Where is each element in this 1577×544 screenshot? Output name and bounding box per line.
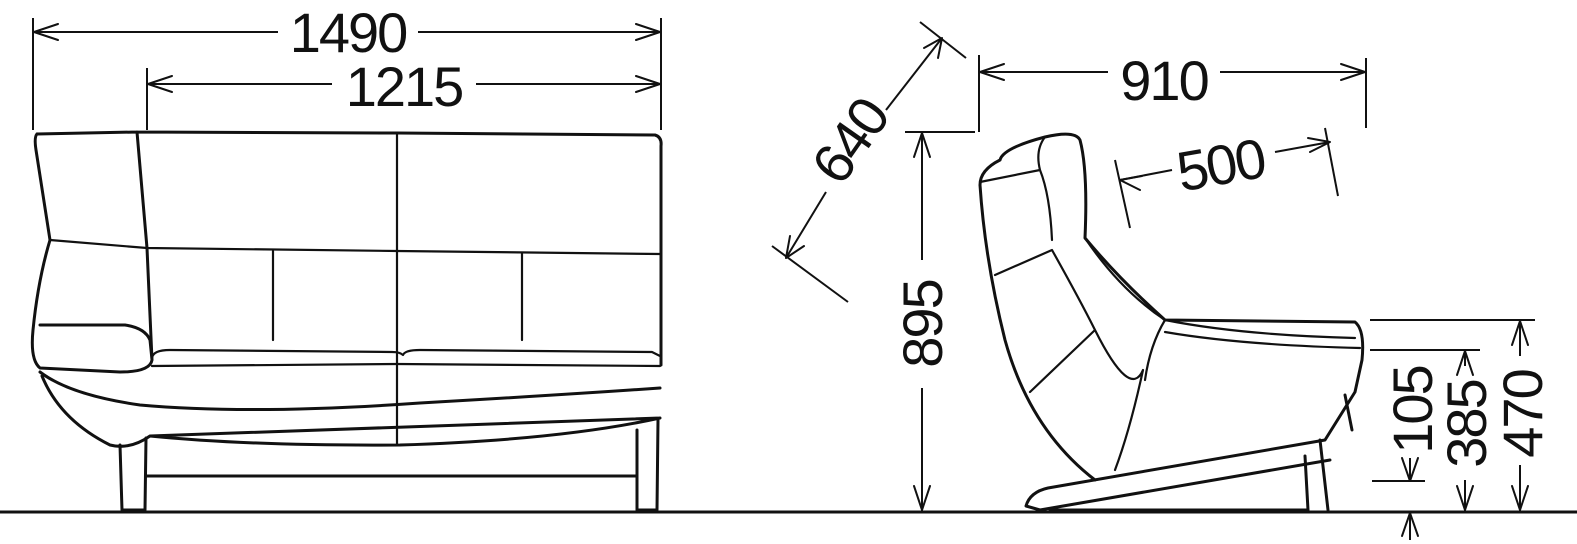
side-back-seams bbox=[993, 236, 1167, 472]
dim-overall-depth: 910 bbox=[978, 49, 1367, 132]
side-backrest bbox=[978, 132, 1365, 512]
dim-floor-clearance: 105 bbox=[1372, 366, 1444, 540]
dim-inner-width: 1215 bbox=[146, 55, 661, 130]
dim-seat-depth: 500 bbox=[1114, 126, 1339, 229]
front-seat-base bbox=[38, 370, 662, 448]
label-inner-width: 1215 bbox=[346, 55, 463, 118]
label-depth-diagonal: 640 bbox=[799, 87, 901, 195]
sofa-side-view bbox=[978, 132, 1365, 512]
side-headrest-seam bbox=[978, 135, 1054, 242]
front-seat-cushions bbox=[150, 348, 662, 368]
label-overall-height: 895 bbox=[891, 280, 954, 367]
label-arm-height: 470 bbox=[1491, 370, 1554, 457]
label-overall-depth: 910 bbox=[1120, 49, 1207, 112]
front-left-arm bbox=[30, 238, 154, 374]
front-legs bbox=[118, 418, 660, 512]
label-seat-height: 385 bbox=[1435, 380, 1498, 467]
front-backrest-row bbox=[48, 238, 662, 256]
front-backrest bbox=[33, 130, 663, 367]
dim-overall-width: 1490 bbox=[32, 1, 662, 130]
side-seat bbox=[1163, 318, 1362, 350]
label-seat-depth: 500 bbox=[1172, 126, 1269, 203]
sofa-front-view bbox=[30, 130, 663, 512]
label-overall-width: 1490 bbox=[290, 1, 407, 64]
dim-depth-diagonal: 640 bbox=[771, 21, 967, 303]
side-base bbox=[1048, 393, 1354, 512]
dim-arm-height: 470 bbox=[1370, 319, 1554, 511]
dim-seat-height: 385 bbox=[1370, 349, 1498, 511]
dim-overall-height: 895 bbox=[891, 131, 975, 511]
label-floor-clearance: 105 bbox=[1381, 366, 1444, 453]
